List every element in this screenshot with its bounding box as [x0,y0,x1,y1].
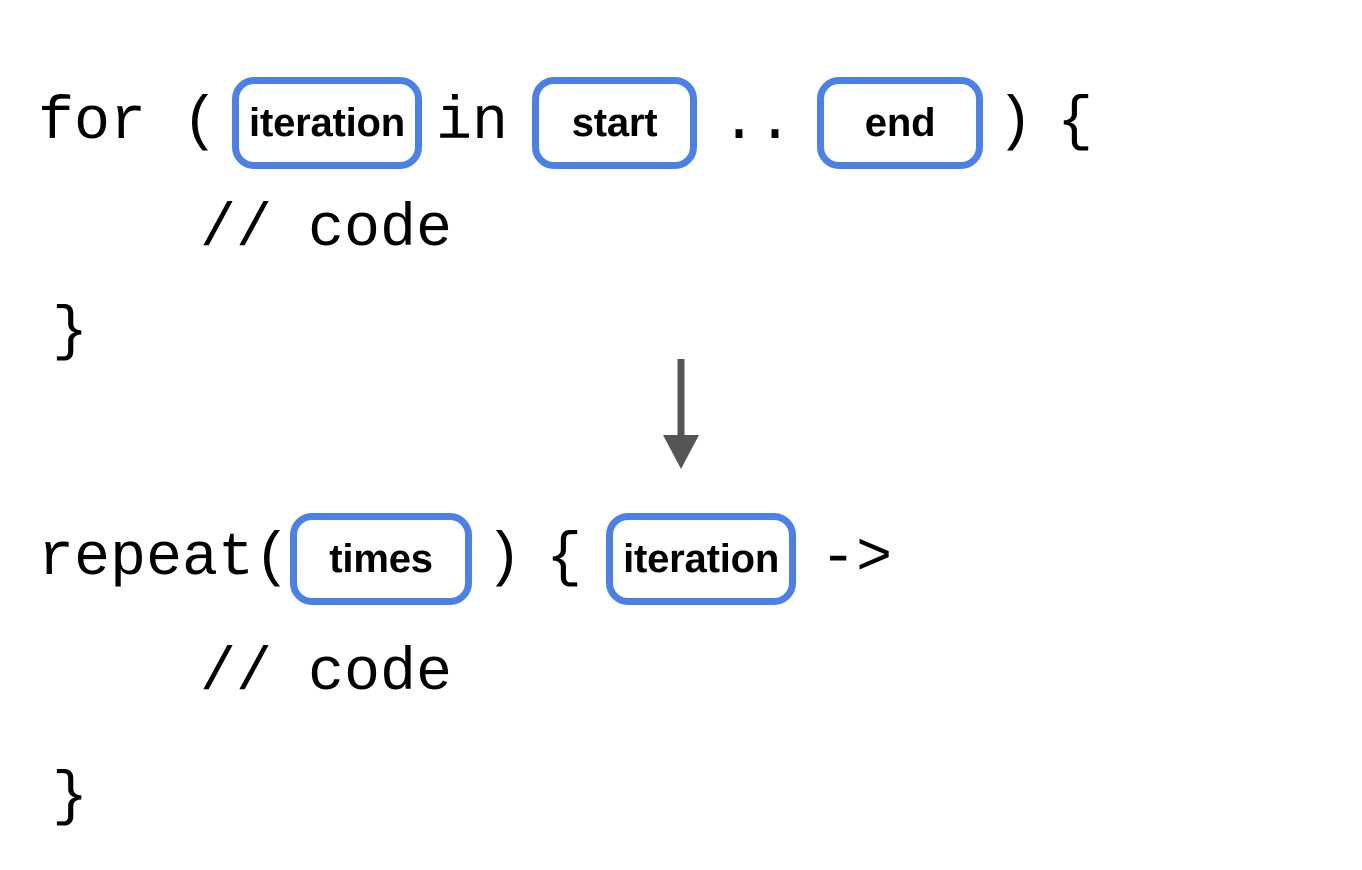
slot-range-end[interactable]: end [817,77,984,169]
for-keyword: for ( [38,89,219,157]
slot-iteration-variable[interactable]: iteration [606,513,797,605]
in-keyword: in [436,89,509,157]
for-loop-signature-line: for ( iteration in start .. end ) { [38,77,1093,169]
repeat-keyword: repeat( [38,525,291,593]
open-brace: { [1057,89,1094,157]
repeat-close-brace: } [52,764,89,832]
close-paren: ) [997,89,1034,157]
repeat-signature-line: repeat( times ) { iteration -> [38,513,892,605]
down-arrow-icon [655,355,707,473]
range-operator: .. [721,89,794,157]
slot-times-count[interactable]: times [290,513,473,605]
for-body-comment: // code [200,196,453,264]
slot-range-start[interactable]: start [532,77,698,169]
open-brace: { [546,525,583,593]
slot-iteration-variable[interactable]: iteration [232,77,423,169]
repeat-body-comment: // code [200,640,453,708]
for-close-brace: } [52,299,89,367]
close-paren: ) [486,525,523,593]
lambda-arrow: -> [820,525,893,593]
